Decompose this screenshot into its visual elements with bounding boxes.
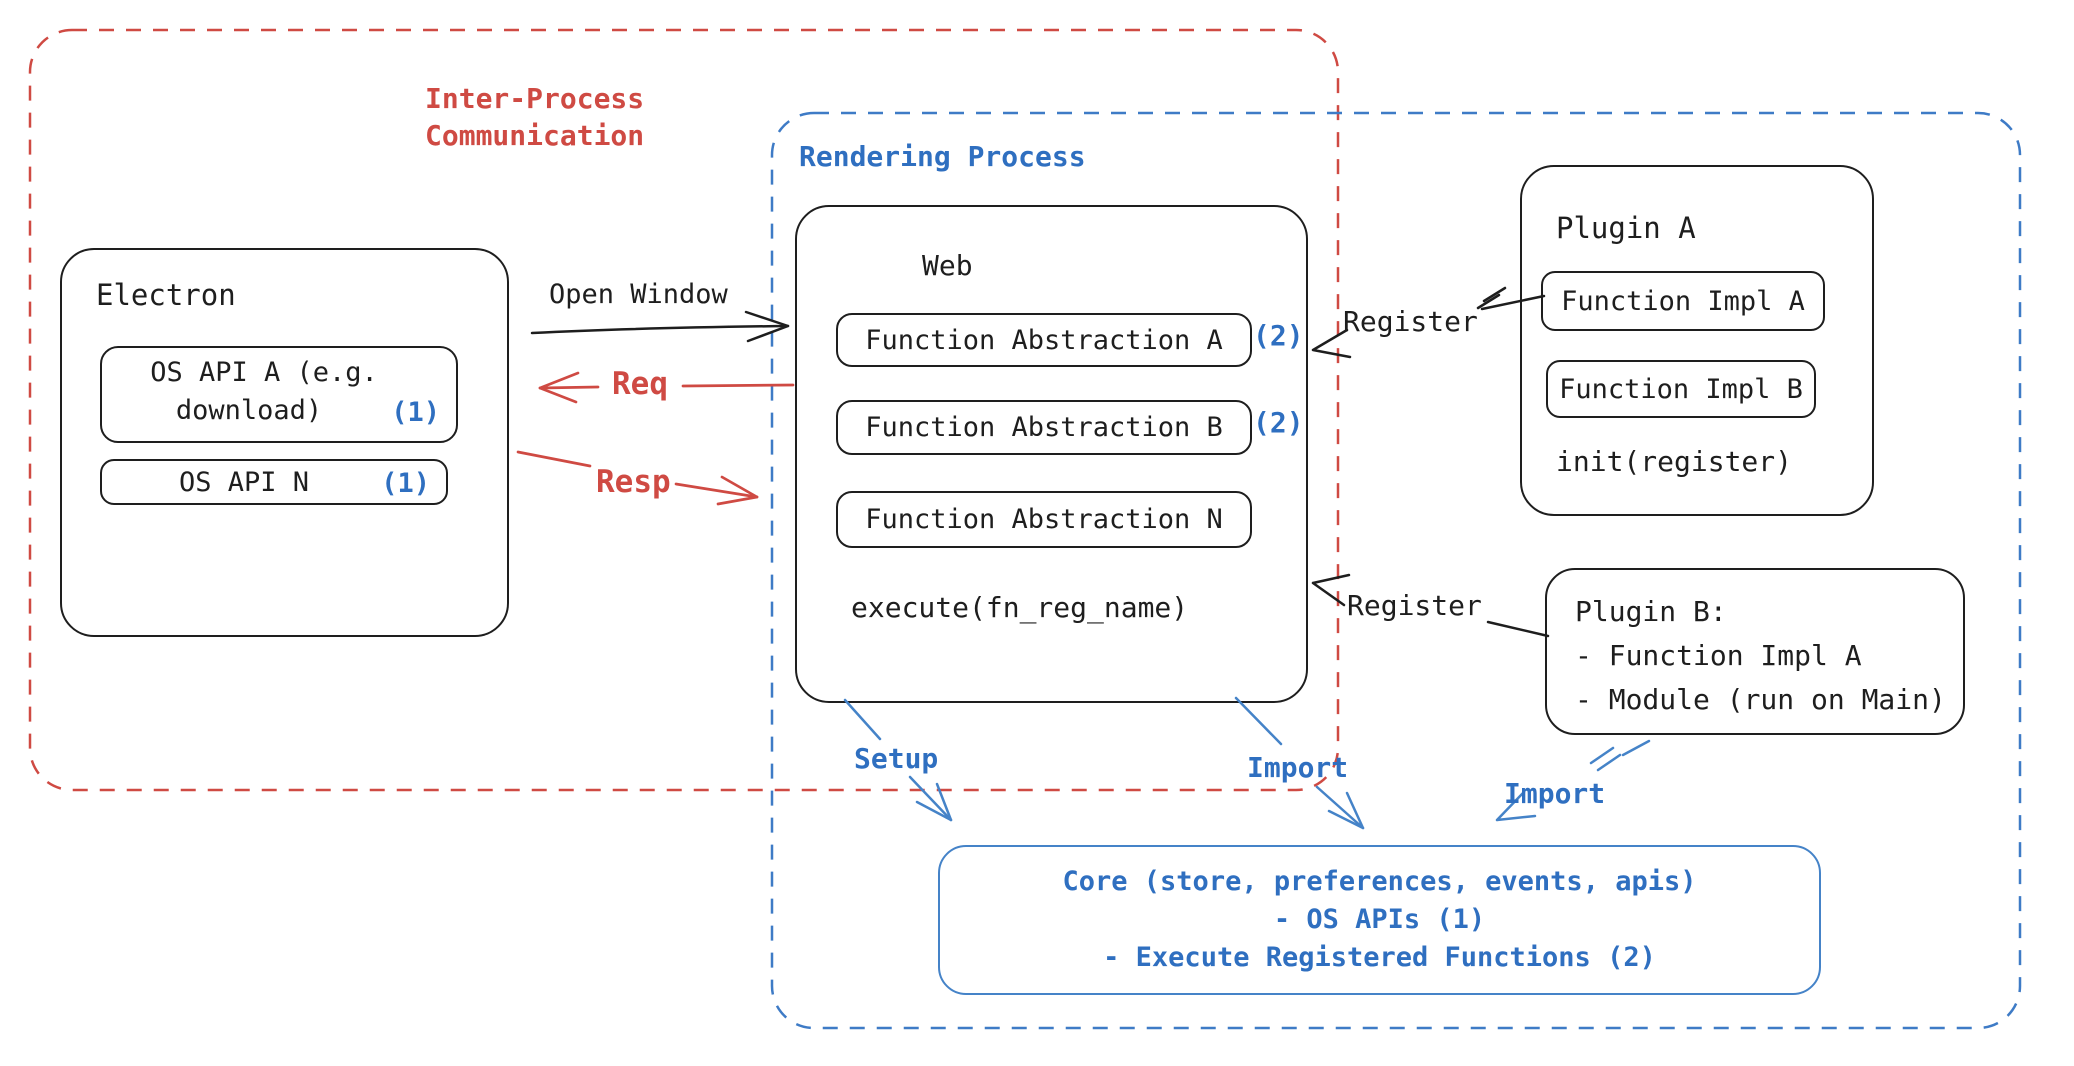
plugin-b-line2: - Function Impl A — [1575, 639, 1862, 672]
function-impl-b-box: Function Impl B — [1546, 360, 1816, 418]
plugin-b-line3: - Module (run on Main) — [1575, 683, 1946, 716]
os-api-n-badge: (1) — [381, 468, 430, 499]
os-api-a-line2: download) — [175, 395, 323, 426]
function-abstraction-b-badge: (2) — [1253, 406, 1304, 439]
plugin-b-box: Plugin B: - Function Impl A - Module (ru… — [1545, 568, 1965, 735]
os-api-a-line1: OS API A (e.g. — [150, 357, 378, 388]
req-label: Req — [612, 366, 668, 402]
electron-box: Electron OS API A (e.g. download) (1) OS… — [60, 248, 509, 637]
plugin-a-box: Plugin A Function Impl A Function Impl B… — [1520, 165, 1874, 516]
function-abstraction-n-box: Function Abstraction N — [836, 491, 1252, 548]
core-line2: - OS APIs (1) — [1273, 904, 1486, 935]
import-web-label: Import — [1247, 751, 1349, 784]
web-execute-text: execute(fn_reg_name) — [851, 591, 1189, 624]
web-title: Web — [922, 249, 973, 282]
os-api-n-label: OS API N — [178, 467, 310, 498]
os-api-a-badge: (1) — [391, 397, 440, 428]
resp-label: Resp — [596, 464, 671, 500]
plugin-a-init-text: init(register) — [1556, 445, 1793, 478]
function-abstraction-a-badge: (2) — [1253, 319, 1304, 352]
open-window-label: Open Window — [549, 279, 728, 310]
os-api-n-box: OS API N (1) — [100, 459, 448, 505]
plugin-a-title: Plugin A — [1556, 211, 1696, 245]
import-plugin-label: Import — [1504, 777, 1606, 810]
core-line3: - Execute Registered Functions (2) — [1103, 942, 1656, 973]
ipc-group-label-line2: Communication — [425, 119, 645, 152]
plugin-b-text: Plugin B: - Function Impl A - Module (ru… — [1575, 590, 1946, 722]
core-box: Core (store, preferences, events, apis) … — [938, 845, 1821, 995]
rendering-group-label: Rendering Process — [799, 140, 1086, 173]
core-line1: Core (store, preferences, events, apis) — [1062, 866, 1697, 897]
function-abstraction-a-box: Function Abstraction A — [836, 313, 1252, 367]
os-api-a-box: OS API A (e.g. download) (1) — [100, 346, 458, 443]
web-box: Web Function Abstraction A (2) Function … — [795, 205, 1308, 703]
function-impl-a-box: Function Impl A — [1541, 271, 1825, 331]
register-bottom-label: Register — [1347, 589, 1482, 622]
electron-title: Electron — [96, 278, 236, 312]
plugin-b-line1: Plugin B: — [1575, 595, 1727, 628]
function-abstraction-b-box: Function Abstraction B — [836, 400, 1252, 455]
rendering-group-border — [770, 111, 2022, 1030]
register-top-label: Register — [1343, 305, 1478, 338]
ipc-group-label-line1: Inter-Process — [425, 82, 645, 115]
ipc-group-label: Inter-Process Communication — [425, 80, 644, 154]
setup-label: Setup — [854, 742, 939, 775]
ipc-group-border — [28, 28, 1340, 792]
